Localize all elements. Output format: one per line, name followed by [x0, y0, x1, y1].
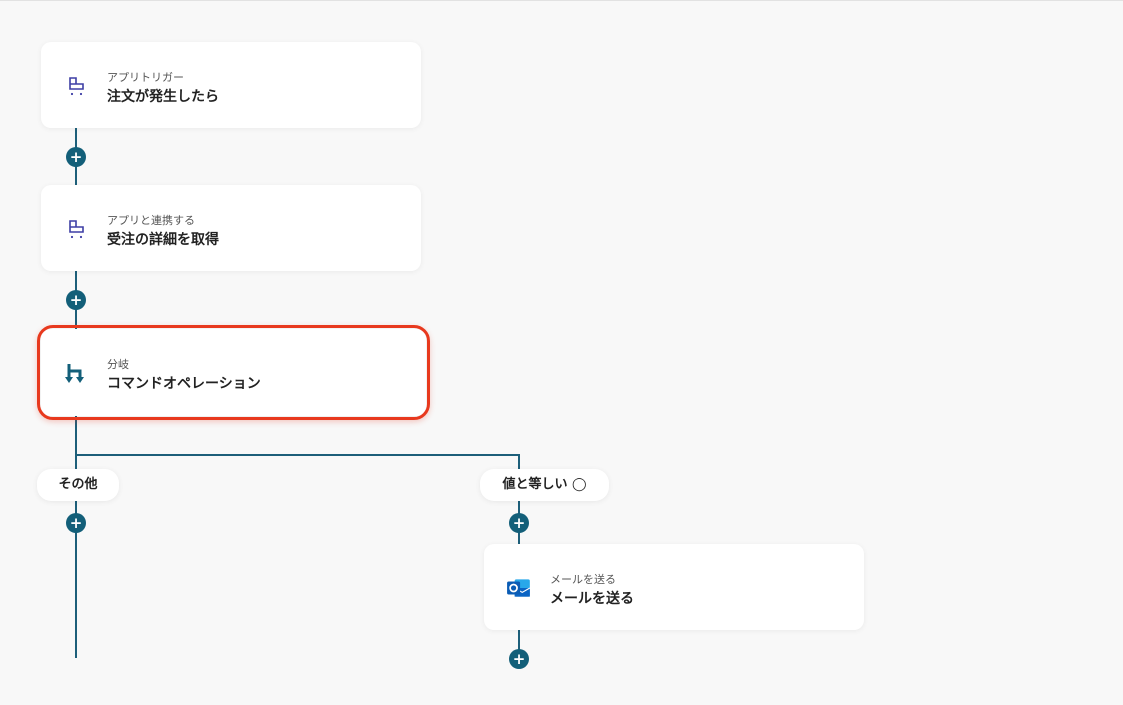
branch-label-other[interactable]: その他	[37, 469, 119, 501]
branch-label-equals[interactable]: 値と等しい ◯	[480, 469, 609, 501]
step-title: 受注の詳細を取得	[107, 232, 219, 248]
outlook-icon	[507, 579, 531, 597]
step-title: コマンドオペレーション	[107, 376, 261, 392]
connector-line	[518, 630, 520, 660]
flow-step-branch[interactable]: 分岐 コマンドオペレーション	[41, 329, 426, 416]
connector-line	[75, 454, 520, 456]
connector-line	[75, 416, 77, 658]
step-subtitle: アプリと連携する	[107, 214, 195, 227]
add-step-button[interactable]: +	[66, 513, 86, 533]
cart-app-icon	[69, 77, 84, 96]
step-subtitle: アプリトリガー	[107, 71, 184, 84]
step-subtitle: メールを送る	[550, 573, 616, 586]
add-step-button[interactable]: +	[66, 290, 86, 310]
flow-step-trigger[interactable]: アプリトリガー 注文が発生したら	[41, 42, 421, 128]
add-step-button[interactable]: +	[66, 147, 86, 167]
step-title: 注文が発生したら	[107, 89, 219, 105]
add-step-button[interactable]: +	[509, 649, 529, 669]
flow-step-get-order-details[interactable]: アプリと連携する 受注の詳細を取得	[41, 185, 421, 271]
branch-icon	[65, 364, 84, 383]
cart-app-icon	[69, 220, 84, 239]
flow-step-send-mail[interactable]: メールを送る メールを送る	[484, 544, 864, 630]
add-step-button[interactable]: +	[509, 513, 529, 533]
top-divider	[0, 0, 1123, 1]
step-subtitle: 分岐	[107, 358, 129, 371]
step-title: メールを送る	[550, 591, 634, 607]
